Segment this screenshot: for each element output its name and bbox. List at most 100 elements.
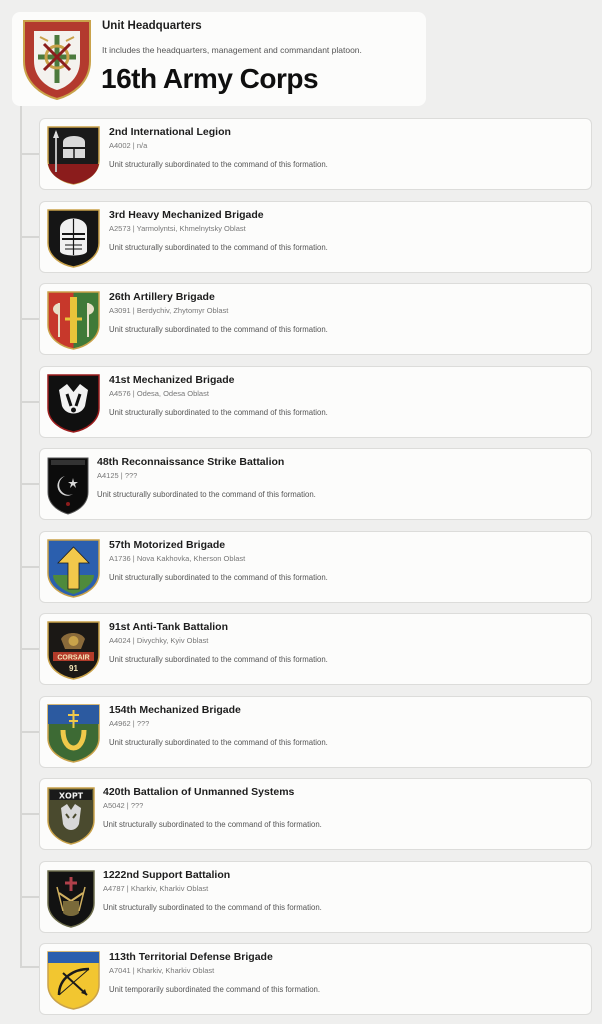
unit-subordination-note: Unit structurally subordinated to the co… xyxy=(109,160,328,169)
meta-separator: | xyxy=(124,801,131,810)
page-title: 16th Army Corps xyxy=(101,63,319,94)
meta-separator: | xyxy=(130,554,137,563)
meta-separator: | xyxy=(130,306,137,315)
tree-branch xyxy=(20,566,40,568)
meta-separator: | xyxy=(130,719,137,728)
tree-branch xyxy=(20,153,40,155)
unit-meta: A3091 | Berdychiv, Zhytomyr Oblast xyxy=(109,306,228,315)
unit-subordination-note: Unit structurally subordinated to the co… xyxy=(109,738,328,747)
unit-card-3rd-heavy-mechanized-brigade[interactable]: 3rd Heavy Mechanized Brigade A2573 | Yar… xyxy=(39,201,592,273)
unit-meta: A4125 | ??? xyxy=(97,471,137,480)
unit-code: A4962 xyxy=(109,719,131,728)
unit-meta: A7041 | Kharkiv, Kharkiv Oblast xyxy=(109,966,214,975)
tree-branch xyxy=(20,318,40,320)
support-crest-icon xyxy=(45,867,97,929)
unit-card-2nd-international-legion[interactable]: 2nd International Legion A4002 | n/a Uni… xyxy=(39,118,592,190)
unit-subordination-note: Unit structurally subordinated to the co… xyxy=(103,903,322,912)
tree-connector-line xyxy=(20,106,22,966)
hq-label: Unit Headquarters xyxy=(102,20,202,32)
meta-separator: | xyxy=(130,389,137,398)
unit-name: 48th Reconnaissance Strike Battalion xyxy=(97,456,285,468)
unit-meta: A4787 | Kharkiv, Kharkiv Oblast xyxy=(103,884,208,893)
unit-subordination-note: Unit structurally subordinated to the co… xyxy=(103,820,322,829)
unit-meta: A4002 | n/a xyxy=(109,141,147,150)
unit-meta: A4962 | ??? xyxy=(109,719,149,728)
tree-branch xyxy=(20,731,40,733)
unit-subordination-note: Unit structurally subordinated to the co… xyxy=(109,655,328,664)
unit-code: A1736 xyxy=(109,554,131,563)
meta-separator: | xyxy=(130,636,137,645)
unit-location: Odesa, Odesa Oblast xyxy=(136,389,209,398)
unit-location: Nova Kakhovka, Kherson Oblast xyxy=(136,554,246,563)
unit-card-41st-mechanized-brigade[interactable]: 41st Mechanized Brigade A4576 | Odesa, O… xyxy=(39,366,592,438)
unit-name: 41st Mechanized Brigade xyxy=(109,374,235,386)
corps-emblem-icon xyxy=(20,17,94,101)
unit-code: A2573 xyxy=(109,224,131,233)
knight-helmet-spear-icon xyxy=(45,124,102,186)
unit-name: 1222nd Support Battalion xyxy=(103,869,231,881)
horseshoe-cross-icon xyxy=(45,702,102,764)
unit-meta: A2573 | Yarmolyntsi, Khmelnytsky Oblast xyxy=(109,224,246,233)
meta-separator: | xyxy=(130,966,137,975)
unit-name: 113th Territorial Defense Brigade xyxy=(109,951,273,963)
unit-name: 154th Mechanized Brigade xyxy=(109,704,241,716)
unit-card-113th-territorial-defense-brigade[interactable]: 113th Territorial Defense Brigade A7041 … xyxy=(39,943,592,1015)
hq-card[interactable]: Unit Headquarters It includes the headqu… xyxy=(12,12,426,106)
unit-location: ??? xyxy=(124,471,138,480)
corsair-patch-icon: CORSAIR 91 xyxy=(45,619,102,681)
tree-branch xyxy=(20,483,40,485)
unit-card-420th-battalion-of-unmanned-systems[interactable]: ХОРТ 420th Battalion of Unmanned Systems… xyxy=(39,778,592,850)
tree-branch xyxy=(20,236,40,238)
meta-separator: | xyxy=(130,141,137,150)
unit-card-1222nd-support-battalion[interactable]: 1222nd Support Battalion A4787 | Kharkiv… xyxy=(39,861,592,933)
unit-name: 57th Motorized Brigade xyxy=(109,539,226,551)
unit-subordination-note: Unit temporarily subordinated the comman… xyxy=(109,985,321,994)
unit-name: 2nd International Legion xyxy=(109,126,231,138)
unit-code: A4576 xyxy=(109,389,131,398)
moon-star-patch-icon xyxy=(45,454,91,516)
unit-name: 3rd Heavy Mechanized Brigade xyxy=(109,209,264,221)
unit-meta: A4576 | Odesa, Odesa Oblast xyxy=(109,389,209,398)
unit-name: 26th Artillery Brigade xyxy=(109,291,215,303)
unit-card-48th-reconnaissance-strike-battalion[interactable]: 48th Reconnaissance Strike Battalion A41… xyxy=(39,448,592,520)
yellow-arrow-icon xyxy=(45,537,102,599)
tree-branch xyxy=(20,401,40,403)
unit-location: Yarmolyntsi, Khmelnytsky Oblast xyxy=(136,224,246,233)
tree-branch xyxy=(20,896,40,898)
unit-code: A4002 xyxy=(109,141,131,150)
corsair-patch-number: 91 xyxy=(69,664,78,673)
unit-code: A5042 xyxy=(103,801,125,810)
unit-card-57th-motorized-brigade[interactable]: 57th Motorized Brigade A1736 | Nova Kakh… xyxy=(39,531,592,603)
unit-meta: A5042 | ??? xyxy=(103,801,143,810)
corsair-patch-text: CORSAIR xyxy=(57,655,89,662)
tree-branch xyxy=(20,966,40,968)
unit-code: A4125 xyxy=(97,471,119,480)
unit-subordination-note: Unit structurally subordinated to the co… xyxy=(109,325,328,334)
knight-helmet-icon xyxy=(45,207,102,269)
meta-separator: | xyxy=(124,884,131,893)
unit-card-26th-artillery-brigade[interactable]: 26th Artillery Brigade A3091 | Berdychiv… xyxy=(39,283,592,355)
unit-meta: A1736 | Nova Kakhovka, Kherson Oblast xyxy=(109,554,245,563)
meta-separator: | xyxy=(118,471,125,480)
wolf-patch-text: ХОРТ xyxy=(59,792,84,801)
unit-location: Kharkiv, Kharkiv Oblast xyxy=(136,966,215,975)
unit-location: Berdychiv, Zhytomyr Oblast xyxy=(136,306,229,315)
unit-meta: A4024 | Divychky, Kyiv Oblast xyxy=(109,636,208,645)
meta-separator: | xyxy=(130,224,137,233)
unit-code: A4024 xyxy=(109,636,131,645)
hq-description: It includes the headquarters, management… xyxy=(102,45,362,55)
unit-card-154th-mechanized-brigade[interactable]: 154th Mechanized Brigade A4962 | ??? Uni… xyxy=(39,696,592,768)
unit-code: A4787 xyxy=(103,884,125,893)
unit-card-91st-anti-tank-battalion[interactable]: CORSAIR 91 91st Anti-Tank Battalion A402… xyxy=(39,613,592,685)
tree-branch xyxy=(20,813,40,815)
unit-subordination-note: Unit structurally subordinated to the co… xyxy=(109,408,328,417)
unit-location: ??? xyxy=(130,801,144,810)
unit-location: n/a xyxy=(136,141,148,150)
unit-location: ??? xyxy=(136,719,150,728)
unit-subordination-note: Unit structurally subordinated to the co… xyxy=(109,243,328,252)
bow-arrow-shield-icon xyxy=(45,949,102,1011)
artillery-axes-icon xyxy=(45,289,102,351)
unit-location: Kharkiv, Kharkiv Oblast xyxy=(130,884,209,893)
unit-name: 91st Anti-Tank Battalion xyxy=(109,621,229,633)
unit-code: A3091 xyxy=(109,306,131,315)
